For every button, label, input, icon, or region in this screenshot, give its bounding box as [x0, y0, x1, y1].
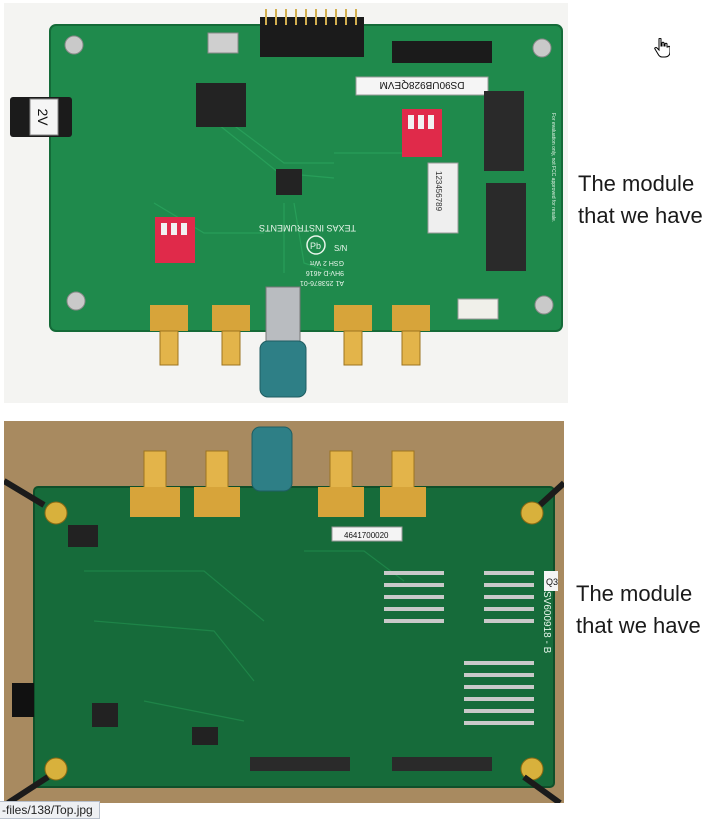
evm-label-text: DS90UB928QEVM: [379, 79, 464, 90]
fakra-shield: [265, 286, 301, 348]
ic-bottom-2: [92, 703, 118, 727]
fcc-note: For evaluation only, not FCC approved fo…: [550, 113, 556, 222]
dip-array-upper: [484, 91, 524, 171]
part-number-line-3: A1 253876-01: [300, 279, 344, 286]
barcode-label: [331, 526, 403, 542]
fakra-connector: [259, 340, 307, 398]
lead-free-mark: Pb: [310, 241, 321, 251]
part-code: Q3: [546, 577, 558, 587]
hand-pointer-icon: [654, 37, 671, 63]
deserializer-chip: [276, 169, 302, 195]
caption-bottom: The module that we have: [576, 581, 701, 638]
dip-switch-white: [427, 162, 459, 234]
usb-connector: [207, 32, 239, 54]
barcode-label-text: 4641700020: [344, 531, 389, 540]
resistor-grid: [384, 571, 534, 725]
ic-bottom-1: [68, 525, 98, 547]
sma-connectors-bottom: [130, 450, 426, 517]
power-jack-bottom: [12, 683, 34, 717]
evm-label-sticker: [355, 76, 489, 96]
board-top-photo: DS90UB928QEVM 123456789 TEXAS INSTRUMENT…: [4, 3, 568, 403]
caption-top: The module that we have: [578, 171, 703, 228]
ic-bottom-3: [192, 727, 218, 745]
serial-number-label: S/N: [334, 244, 348, 253]
pcb-board-bottom: [33, 486, 555, 788]
texas-instruments-brand: TEXAS INSTRUMENTS: [259, 223, 356, 233]
fakra-connector-bottom: [251, 426, 293, 492]
dip-array-lower: [486, 183, 526, 271]
board-top-illustration: DS90UB928QEVM 123456789 TEXAS INSTRUMENT…: [4, 3, 568, 403]
side-label: SV600918 - B: [541, 591, 552, 654]
status-bar-url: -files/138/Top.jpg: [0, 801, 100, 819]
board-bottom-illustration: 4641700020 SV600918 - B Q3: [4, 421, 564, 803]
voltage-tag: 2V: [35, 108, 51, 126]
dip-switch-numbers: 123456789: [434, 171, 443, 212]
jst-connector: [457, 298, 499, 320]
sma-connectors: [150, 305, 430, 366]
pin-header-bottom-1: [250, 757, 350, 771]
pin-header-bottom-2: [392, 757, 492, 771]
pin-header-right: [392, 41, 492, 63]
microcontroller-chip: [196, 83, 246, 127]
part-number-line-2: 9HV-D 4616: [306, 269, 344, 276]
board-bottom-photo: 4641700020 SV600918 - B Q3: [4, 421, 564, 803]
part-number-line-1: GSH 2 Wπ: [309, 259, 344, 266]
